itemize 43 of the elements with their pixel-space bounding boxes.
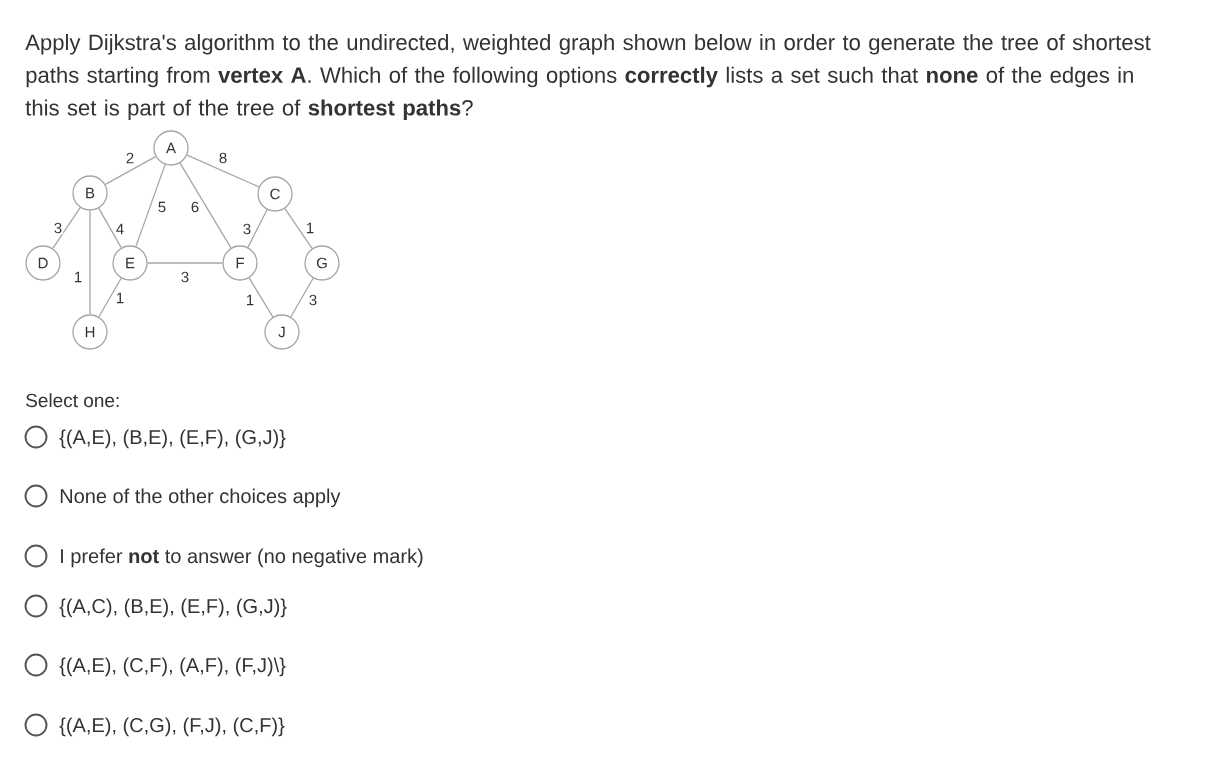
- edge-weight: 2: [124, 151, 136, 165]
- edge-weight: 3: [179, 270, 191, 284]
- graph-vertex: C: [257, 176, 293, 212]
- option-text: {(A,E), (C,G), (F,J), (C,F)}: [59, 717, 285, 737]
- graph-edge: [98, 277, 122, 318]
- edge-weight: 1: [304, 221, 316, 235]
- edge-weight: 5: [156, 200, 168, 214]
- edge-weight: 3: [307, 293, 319, 307]
- graph-vertex: F: [222, 245, 258, 281]
- graph-vertex: E: [112, 245, 148, 281]
- graph-edge: [89, 210, 91, 315]
- edge-weight: 3: [241, 222, 253, 236]
- graph-vertex: D: [25, 245, 61, 281]
- prompt-text: Select one:: [26, 393, 119, 408]
- edge-weight: 1: [244, 293, 256, 307]
- graph-edge: [247, 209, 268, 248]
- graph-vertex: H: [72, 314, 108, 350]
- graph-vertex: B: [72, 175, 108, 211]
- graph-edge: [104, 155, 157, 186]
- graph-vertex: J: [264, 314, 300, 350]
- graph-vertex: G: [304, 245, 340, 281]
- edge-weight: 1: [114, 291, 126, 305]
- option-text: {(A,E), (C,F), (A,F), (F,J)\}: [59, 657, 286, 677]
- edge-weight: 6: [189, 200, 201, 214]
- graph-edge: [98, 207, 122, 249]
- graph-edge: [186, 154, 260, 188]
- edge-weight: 3: [52, 221, 64, 235]
- graph-edge: [52, 207, 81, 249]
- option-text: None of the other choices apply: [60, 488, 341, 508]
- graph-edge: [284, 207, 313, 250]
- graph-edge: [135, 164, 166, 248]
- option-text: {(A,C), (B,E), (E,F), (G,J)}: [59, 598, 287, 618]
- graph-vertex: A: [153, 130, 189, 166]
- option-text: {(A,E), (B,E), (E,F), (G,J)}: [59, 429, 286, 449]
- graph-edge: [290, 277, 314, 318]
- graph-edge: [147, 262, 223, 264]
- graph-edge: [179, 162, 232, 249]
- edge-weight: 4: [114, 222, 126, 236]
- option-text: I prefer not to answer (no negative mark): [61, 548, 423, 568]
- edge-weight: 1: [72, 270, 84, 284]
- edge-weight: 8: [217, 151, 229, 165]
- question-text: Apply Dijkstra's algorithm to the undirected, weighted graph shown below in order to generate the tree of shortest paths starting from vertex A. Which of the following options correctly lists a set such that none of the edges in this set is part of the tree of shortest paths?: [25, 34, 1151, 120]
- graph-edge: [248, 277, 274, 318]
